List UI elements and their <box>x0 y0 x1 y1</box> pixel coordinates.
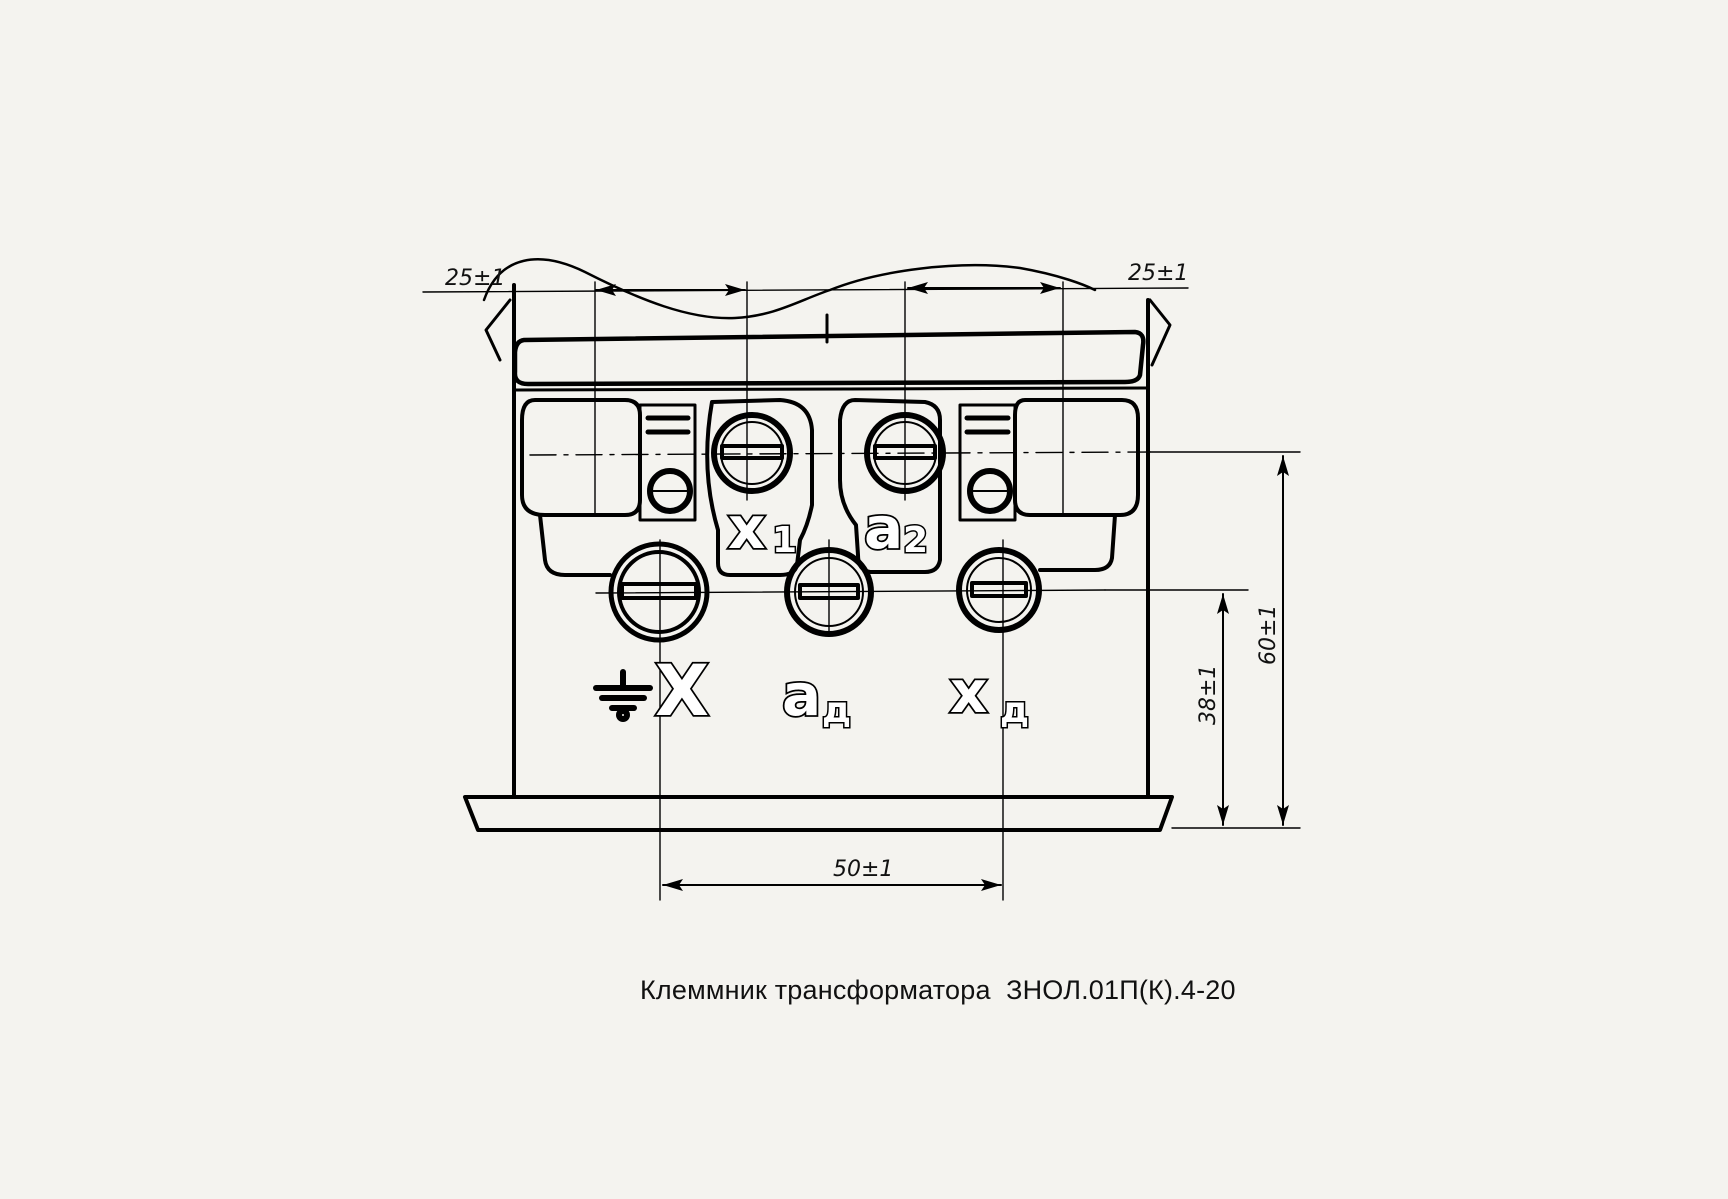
cover-plate <box>512 329 1146 387</box>
screw-xd <box>956 547 1042 633</box>
label-x1-sub: 1 <box>772 520 797 561</box>
label-x1: x <box>728 494 765 562</box>
dim-top-left: 25±1 <box>445 266 505 291</box>
left-lug-block <box>520 398 642 517</box>
ground-icon <box>593 669 653 722</box>
dim-height-small: 38±1 <box>1196 665 1221 725</box>
dim-bottom-width: 50±1 <box>833 857 893 882</box>
label-a2: a <box>864 494 903 562</box>
right-lug-block <box>1013 398 1140 517</box>
base-plate <box>463 795 1174 832</box>
label-a2-sub: 2 <box>903 520 928 561</box>
screw-x1 <box>711 412 793 494</box>
label-ad: a <box>782 661 821 729</box>
break-line <box>482 258 1097 320</box>
label-xd: x <box>950 658 987 726</box>
label-xd-sub: д <box>1000 690 1029 731</box>
drawing-caption: Клеммник трансформатора ЗНОЛ.01П(К).4-20 <box>640 975 1236 1005</box>
dim-top-right: 25±1 <box>1128 261 1188 286</box>
label-X: X <box>655 650 709 732</box>
dim-height-large: 60±1 <box>1256 605 1281 665</box>
label-ad-sub: д <box>822 690 851 731</box>
small-screw-right <box>967 468 1013 514</box>
small-screw-left <box>647 468 693 514</box>
